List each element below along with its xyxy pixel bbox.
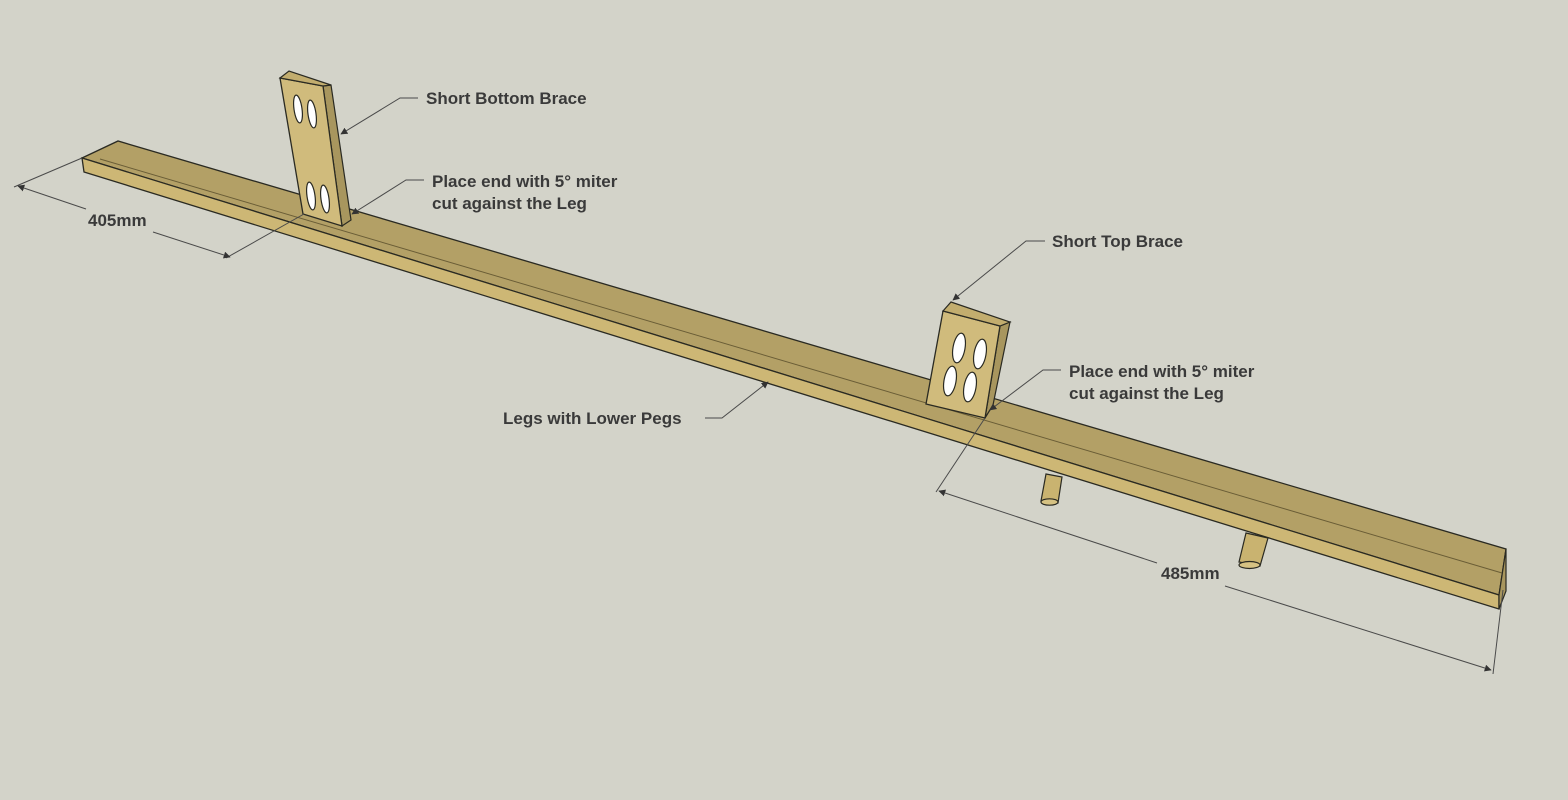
label-legs-with-lower-pegs: Legs with Lower Pegs [503, 409, 682, 428]
leader-short-top-brace [952, 240, 1045, 301]
pocket-holes [942, 332, 988, 403]
dimension-label-485mm: 485mm [1161, 564, 1220, 583]
pocket-holes [292, 94, 331, 214]
labels: Short Bottom Brace Place end with 5° mit… [88, 89, 1255, 583]
leader-legs-with-lower-pegs [705, 381, 769, 419]
leg-board-front-face [81, 157, 1500, 610]
lower-peg-1 [1040, 473, 1063, 506]
short-bottom-brace [278, 70, 352, 228]
leg-board-seam [99, 158, 1503, 574]
label-miter-note-left-line2: cut against the Leg [432, 194, 587, 213]
label-short-bottom-brace: Short Bottom Brace [426, 89, 587, 108]
dimension-line-arrow [152, 231, 231, 259]
leader-miter-note-left [351, 179, 424, 215]
dimension-label-405mm: 405mm [88, 211, 147, 230]
extension-line [1492, 589, 1504, 675]
dimension-line-arrow [1224, 585, 1492, 672]
short-top-brace-top [941, 301, 1012, 327]
label-miter-note-right-line1: Place end with 5° miter [1069, 362, 1255, 381]
short-top-brace [925, 301, 1012, 419]
label-miter-note-left-line1: Place end with 5° miter [432, 172, 618, 191]
label-short-top-brace: Short Top Brace [1052, 232, 1183, 251]
leader-miter-note-right [989, 369, 1061, 411]
dimension-line-arrow [17, 184, 87, 210]
leader-lines [340, 97, 1061, 419]
leg-board-top-face [80, 140, 1507, 596]
dimension-485mm [935, 417, 1504, 675]
leader-short-bottom-brace [340, 97, 418, 135]
leg-board-end-face [1498, 548, 1507, 610]
dimension-405mm [13, 157, 305, 259]
dimension-line-arrow [938, 489, 1158, 564]
short-bottom-brace-top [278, 70, 332, 87]
extension-line [13, 157, 83, 188]
label-miter-note-right-line2: cut against the Leg [1069, 384, 1224, 403]
lower-peg-2 [1238, 532, 1269, 570]
extension-line [225, 213, 305, 259]
leg-board [80, 140, 1507, 610]
extension-line [935, 417, 986, 493]
